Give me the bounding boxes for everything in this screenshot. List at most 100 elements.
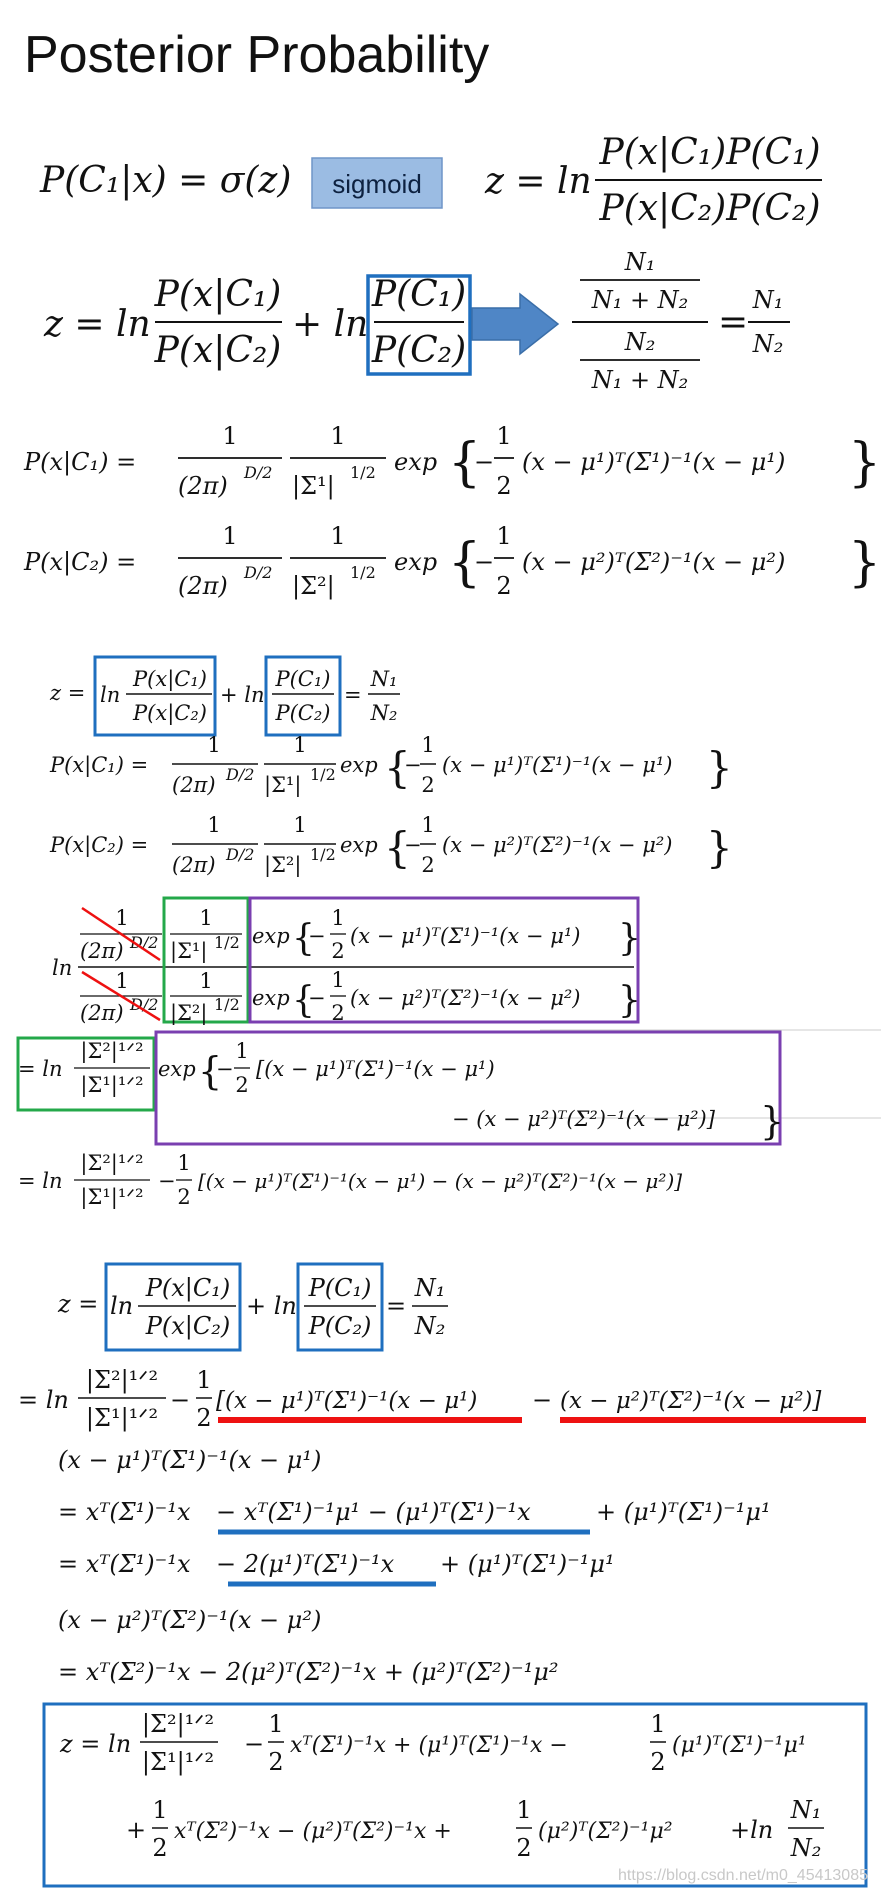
plus-ln: + ln (220, 683, 265, 707)
left-brace: { (198, 1049, 222, 1093)
final-line2-a: xᵀ(Σ²)⁻¹x − (μ²)ᵀ(Σ²)⁻¹x + (174, 1819, 452, 1844)
det-sigma2: |Σ²| (170, 1001, 207, 1026)
ratio-n1: N₁ (370, 667, 398, 691)
bracket-b: (x − μ²)ᵀ(Σ²)⁻¹(x − μ²)] (560, 1388, 821, 1414)
eq-ln: = ln (18, 1169, 63, 1193)
det-exponent: 1/2 (214, 995, 240, 1014)
one: 1 (330, 522, 345, 550)
det2-half: |Σ²|¹ᐟ² (80, 1039, 143, 1064)
prior-numerator: P(C₁) (371, 274, 466, 315)
exp-word: exp (340, 753, 378, 777)
expand1-c: + (μ¹)ᵀ(Σ¹)⁻¹μ¹ (596, 1498, 771, 1526)
one: 1 (222, 522, 237, 550)
prior-box (264, 655, 342, 737)
det1-half: |Σ¹|¹ᐟ² (86, 1404, 158, 1433)
plus-ln: +ln (730, 1816, 773, 1844)
final-result-box (42, 1702, 868, 1888)
expand2-c: + (μ¹)ᵀ(Σ¹)⁻¹μ¹ (440, 1550, 615, 1578)
bracket-box (154, 1030, 782, 1146)
det-sigma1: |Σ¹| (292, 472, 335, 501)
right-brace: } (618, 980, 641, 1021)
two-pi: (2π) (178, 472, 228, 500)
two-pi-exponent: D/2 (243, 463, 272, 482)
bracket-minus: − (532, 1386, 552, 1414)
likelihood-denominator: P(x|C₂) (145, 1312, 230, 1341)
two: 2 (177, 1185, 190, 1209)
z-def-lhs: z = ln (484, 161, 592, 202)
final-z: z = ln (59, 1730, 131, 1758)
det-sigma1: |Σ¹| (264, 773, 301, 798)
ln: ln (52, 956, 72, 980)
determinant-box (162, 896, 250, 1024)
ratio-n2: N₂ (370, 701, 398, 725)
right-brace: } (706, 743, 733, 792)
det-sigma2: |Σ²| (264, 853, 301, 878)
right-brace: } (706, 823, 733, 872)
two: 2 (421, 773, 434, 797)
prior-denominator: P(C₂) (308, 1312, 372, 1340)
arrow-right-icon (471, 292, 560, 356)
one: 1 (331, 906, 344, 930)
one: 1 (152, 1796, 167, 1824)
equals: = (344, 683, 362, 707)
one: 1 (196, 1366, 211, 1394)
final-line2-b: (μ²)ᵀ(Σ²)⁻¹μ² (538, 1819, 673, 1844)
quadratic-1: (x − μ¹)ᵀ(Σ¹)⁻¹(x − μ¹) (442, 753, 672, 777)
one: 1 (177, 1151, 190, 1175)
two-pi: (2π) (178, 572, 228, 600)
ratio-n1: N₁ (414, 1274, 446, 1302)
final-line1: xᵀ(Σ¹)⁻¹x + (μ¹)ᵀ(Σ¹)⁻¹x − (290, 1733, 568, 1758)
ratio-n2: N₂ (414, 1312, 446, 1340)
z-lhs: z = (57, 1290, 98, 1318)
pdf1-lhs-small: P(x|C₁) = (49, 753, 148, 778)
one: 1 (421, 733, 434, 757)
two-pi-exponent: D/2 (225, 765, 254, 784)
pdf1-lhs: P(x|C₁) = (23, 448, 136, 477)
likelihood-denominator: P(x|C₂) (154, 330, 282, 371)
one: 1 (330, 422, 345, 450)
exp-word: exp (252, 924, 290, 948)
two: 2 (421, 853, 434, 877)
one: 1 (115, 906, 128, 930)
right-brace: } (618, 918, 641, 959)
minus: − (308, 924, 326, 948)
det-sigma1: |Σ¹| (170, 939, 207, 964)
one: 1 (650, 1710, 665, 1738)
one: 1 (331, 968, 344, 992)
posterior-eq: P(C₁|x) = σ(z) (39, 160, 291, 201)
left-brace: { (292, 918, 315, 959)
minus: − (170, 1386, 190, 1414)
two: 2 (268, 1748, 283, 1776)
minus: − (308, 986, 326, 1010)
determinant-ratio-box (16, 1036, 156, 1112)
z-def-denominator: P(x|C₂)P(C₂) (598, 188, 820, 229)
one: 1 (207, 733, 220, 757)
two-pi-exponent: D/2 (129, 933, 158, 952)
one: 1 (199, 906, 212, 930)
quadratic-2: (x − μ²)ᵀ(Σ²)⁻¹(x − μ²) (442, 833, 672, 857)
two-pi: (2π) (172, 853, 216, 877)
final-line1-end: (μ¹)ᵀ(Σ¹)⁻¹μ¹ (672, 1733, 807, 1758)
right-brace: } (848, 433, 881, 493)
exponent-box (248, 896, 640, 1024)
minus: − (474, 448, 494, 476)
full-bracket: [(x − μ¹)ᵀ(Σ¹)⁻¹(x − μ¹) − (x − μ²)ᵀ(Σ²)… (198, 1169, 682, 1193)
ln: ln (110, 1292, 133, 1320)
plus-ln: + ln (292, 304, 368, 345)
minus: − (404, 833, 422, 857)
one: 1 (207, 813, 220, 837)
two: 2 (496, 572, 511, 600)
det2-half: |Σ²|¹ᐟ² (80, 1151, 143, 1176)
ratio-n1: N₁ (752, 286, 784, 314)
bracket-part-2: − (x − μ²)ᵀ(Σ²)⁻¹(x − μ²)] (452, 1107, 716, 1131)
n1-plus-n2: N₁ + N₂ (591, 366, 689, 394)
det1-half: |Σ¹|¹ᐟ² (80, 1185, 143, 1210)
likelihood-numerator: P(x|C₁) (154, 274, 282, 315)
prior-numerator: P(C₁) (274, 667, 330, 691)
pdf2-lhs: P(x|C₂) = (23, 548, 136, 577)
quadratic-1: (x − μ¹)ᵀ(Σ¹)⁻¹(x − μ¹) (522, 448, 785, 476)
det-exponent: 1/2 (310, 845, 336, 864)
exp-word: exp (158, 1057, 196, 1081)
det-exponent: 1/2 (350, 563, 376, 582)
z-def-numerator: P(x|C₁)P(C₁) (598, 132, 820, 173)
